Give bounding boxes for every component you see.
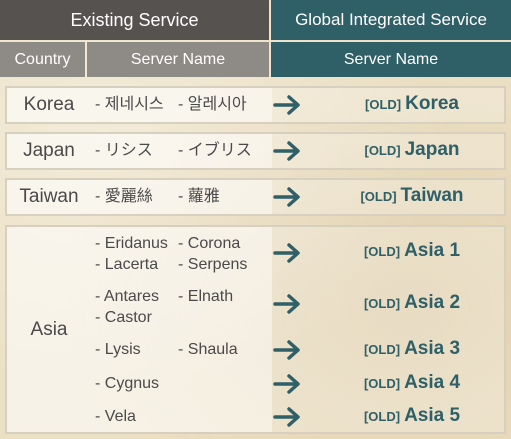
server-name: - Vela [95,408,136,425]
server-name: - Corona [178,235,241,252]
old-tag: [OLD] [360,189,397,204]
server-name: - Elnath [178,288,234,305]
global-server-taiwan: [OLD] Taiwan [306,185,511,207]
arrow-right-icon [273,294,300,314]
global-service-header: Global Integrated Service [271,0,511,40]
arrow-right-icon [273,243,300,263]
old-tag: [OLD] [363,244,401,259]
arrow-right-icon [273,95,300,115]
old-tag: [OLD] [363,376,401,391]
old-tag: [OLD] [363,409,401,424]
country-asia: Asia [30,318,68,340]
country-taiwan: Taiwan [19,186,79,207]
global-server-label: Asia 3 [404,338,461,359]
server-name: - リシス [95,142,153,159]
global-server-label: Asia 2 [404,292,461,313]
server-name: - 愛麗絲 [95,188,153,205]
server-name: - 蘿雅 [178,188,220,205]
arrow-right-icon [273,141,300,161]
server-name-column-header: Server Name [87,42,269,77]
server-name: - Lacerta [95,256,159,273]
global-server-name-column-header: Server Name [271,42,511,77]
global-server-japan: [OLD] Japan [306,139,511,161]
arrow-right-icon [273,340,300,360]
asia-group: Asia - Eridanus - Corona - Lacerta - Ser… [5,225,506,434]
server-name: - Antares [95,288,160,305]
country-korea: Korea [23,94,75,115]
global-server-label: Asia 5 [404,405,461,426]
server-name: - Shaula [178,341,238,358]
global-server-asia-3: [OLD] Asia 3 [306,338,511,360]
global-server-label: Asia 1 [404,240,461,261]
server-name: - Serpens [178,256,248,273]
country-column-header: Country [0,42,85,77]
arrow-right-icon [273,407,300,427]
server-name: - Lysis [95,341,141,358]
global-server-label: Korea [405,93,459,114]
korea-group: Korea - 제네시스 - 알레시아 [OLD] Korea [5,86,506,124]
global-server-asia-2: [OLD] Asia 2 [306,292,511,314]
server-name: - Castor [95,309,152,326]
old-tag: [OLD] [363,296,401,311]
country-japan: Japan [23,140,75,161]
server-name: - 제네시스 [95,96,164,113]
global-server-label: Japan [404,139,460,160]
server-name: - Cygnus [95,375,160,392]
taiwan-group: Taiwan - 愛麗絲 - 蘿雅 [OLD] Taiwan [5,178,506,216]
global-server-korea: [OLD] Korea [306,93,511,115]
global-server-asia-5: [OLD] Asia 5 [306,405,511,427]
existing-service-header: Existing Service [0,0,269,40]
arrow-right-icon [273,187,300,207]
old-tag: [OLD] [363,342,401,357]
global-server-label: Taiwan [400,185,464,206]
global-server-label: Asia 4 [404,372,461,393]
old-tag: [OLD] [364,143,401,158]
old-tag: [OLD] [365,97,402,112]
server-name: - Eridanus [95,235,168,252]
server-name: - イブリス [178,142,252,159]
global-server-asia-1: [OLD] Asia 1 [306,240,511,262]
japan-group: Japan - リシス - イブリス [OLD] Japan [5,132,506,170]
global-server-asia-4: [OLD] Asia 4 [306,372,511,394]
arrow-right-icon [273,374,300,394]
server-name: - 알레시아 [178,96,247,113]
